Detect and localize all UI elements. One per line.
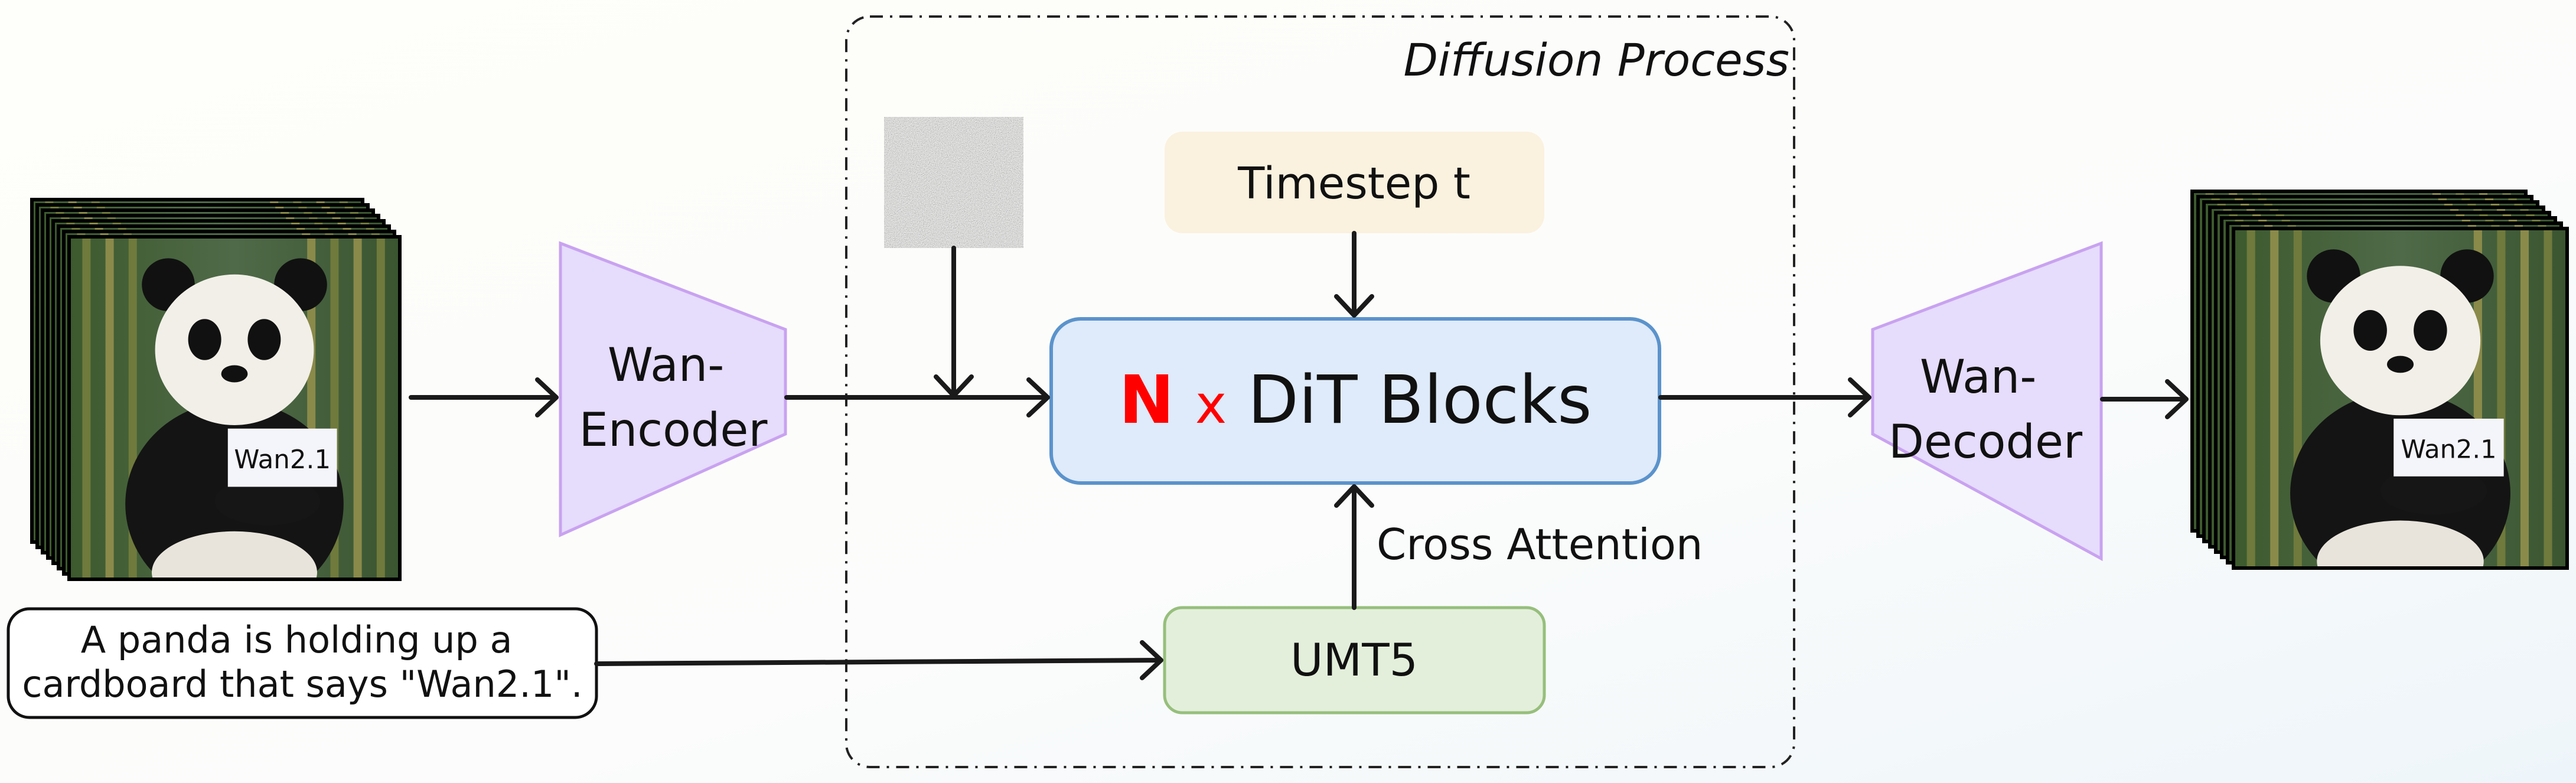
panda-belly <box>152 531 317 579</box>
wan-decoder <box>1871 241 2103 562</box>
diffusion-process-label: Diffusion Process <box>1404 34 1790 86</box>
arrow-input-to-encoder <box>409 377 559 417</box>
arrows <box>409 231 2189 680</box>
arrow-umt5-to-dit <box>1334 484 1374 610</box>
timestep-box <box>1165 132 1544 233</box>
dit-blocks-box <box>1049 317 1661 485</box>
timestep-label: Timestep t <box>1237 158 1470 209</box>
frame-image: Wan2.1 <box>69 237 400 579</box>
wan-decoder-label: Wan- Decoder <box>1889 351 2083 469</box>
panda-head <box>155 274 314 425</box>
arrow-timestep-to-dit <box>1334 231 1374 318</box>
video-frame: Wan2.1 <box>67 235 402 581</box>
arrow-prompt-to-umt5 <box>594 640 1163 680</box>
bamboo-stalk <box>105 237 114 579</box>
encoder-line-1: Wan- <box>608 339 725 392</box>
bamboo-stalk <box>2270 229 2279 568</box>
bamboo-stalk <box>353 237 362 579</box>
dit-x: x <box>1195 374 1227 436</box>
decoder-line-2: Decoder <box>1889 416 2083 469</box>
bamboo-stalk <box>2544 229 2552 568</box>
arrow-encoder-to-dit <box>784 377 1050 417</box>
panda-eye-patch <box>247 319 281 360</box>
dit-label: DiT Blocks <box>1248 362 1592 439</box>
panda-nose <box>221 365 248 383</box>
bamboo-stalk <box>376 237 385 579</box>
panda-eye-patch <box>2414 310 2447 351</box>
input-video-frames: Wan2.1 <box>30 198 402 581</box>
arrow-noise-to-line <box>934 246 974 398</box>
sign-text: Wan2.1 <box>2401 435 2496 464</box>
arrow-decoder-to-output <box>2100 379 2189 419</box>
panda-belly <box>2317 520 2484 568</box>
panda-paw <box>2380 466 2487 515</box>
frame-image: Wan2.1 <box>2233 229 2567 568</box>
prompt-line-1: A panda is holding up a <box>81 618 513 661</box>
panda-nose <box>2386 355 2414 373</box>
wan-encoder-label: Wan- Encoder <box>579 339 768 457</box>
panda-eye-patch <box>2353 310 2387 351</box>
diffusion-process-region <box>845 15 1795 768</box>
decoder-line-1: Wan- <box>1920 351 2037 404</box>
text-prompt: A panda is holding up a cardboard that s… <box>22 618 582 706</box>
cardboard-sign <box>2394 419 2504 477</box>
frame-border <box>2232 227 2569 570</box>
cardboard-sign <box>227 428 337 487</box>
dit-blocks-label: N x DiT Blocks <box>1119 362 1592 439</box>
panda-head <box>2320 266 2481 416</box>
frame-border <box>67 235 402 581</box>
cross-attention-label: Cross Attention <box>1377 520 1703 569</box>
prompt-line-2: cardboard that says "Wan2.1". <box>22 663 582 706</box>
bamboo-stalk <box>2520 229 2529 568</box>
encoder-line-2: Encoder <box>579 404 768 457</box>
arrow-dit-to-decoder <box>1658 377 1871 417</box>
video-frame: Wan2.1 <box>2232 227 2569 570</box>
wan-encoder <box>559 241 787 537</box>
panda-eye-patch <box>188 319 221 360</box>
bamboo-stalk <box>2246 229 2255 568</box>
panda-paw <box>214 477 321 526</box>
sign-text: Wan2.1 <box>234 445 331 475</box>
noise-latent <box>884 117 1023 248</box>
dit-n: N <box>1119 362 1175 439</box>
bamboo-stalk <box>82 237 91 579</box>
umt5-label: UMT5 <box>1290 634 1418 686</box>
output-video-frames: Wan2.1 <box>2190 190 2569 570</box>
